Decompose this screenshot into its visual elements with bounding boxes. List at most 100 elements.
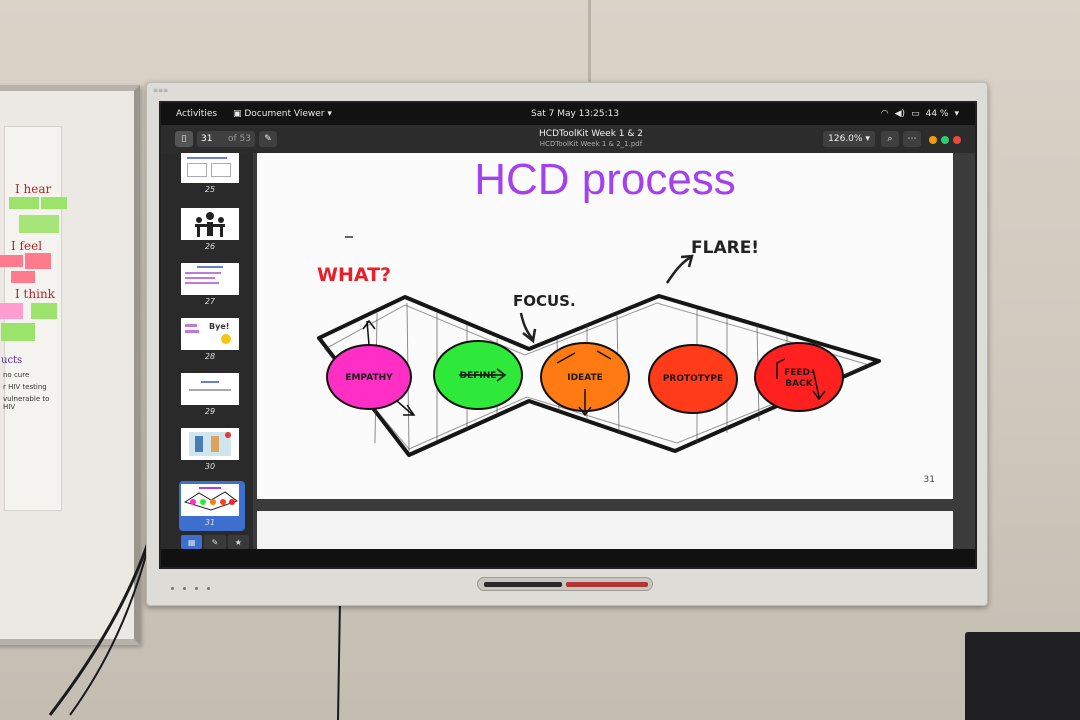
sticky-note [1, 323, 35, 341]
thumbnail-number: 29 [204, 407, 216, 416]
bookmarks-tab[interactable]: ★ [227, 535, 249, 549]
app-menu-button[interactable]: ▣ Document Viewer ▾ [233, 109, 332, 119]
battery-percent: 44 % [925, 109, 949, 119]
sticky-note [25, 253, 51, 269]
system-tray[interactable]: ◠ ◀) ▭ 44 % ▾ [881, 109, 959, 119]
thumbnail-page-29[interactable]: 29 [181, 373, 239, 416]
sticky-note [41, 197, 67, 209]
double-diamond-outline [317, 294, 881, 457]
thumbnail-sidebar: 25 26 [161, 153, 253, 549]
clock[interactable]: Sat 7 May 13:25:13 [531, 109, 620, 119]
close-button[interactable] [953, 136, 961, 144]
document-viewer-icon: ▣ [233, 109, 245, 119]
chevron-down-icon: ▾ [954, 109, 959, 119]
wb-note: vulnerable to HIV [3, 395, 50, 411]
grid-icon: ▦ [187, 537, 196, 547]
emoji-icon [221, 334, 231, 344]
minimize-button[interactable] [929, 136, 937, 144]
volume-icon: ◀) [894, 109, 906, 119]
wb-note: r HIV testing [3, 383, 47, 391]
thumbnail-image [181, 373, 239, 405]
slide-page: HCD process WHAT? FOCUS. FLARE! [257, 153, 953, 499]
chevron-down-icon: ▾ [862, 134, 870, 144]
stage-label-feedback: FEED- [784, 368, 814, 378]
thumbnail-page-31[interactable]: 31 [181, 484, 239, 527]
wall-seam [588, 0, 591, 90]
wb-note: no cure [3, 371, 30, 379]
focus-label: FOCUS. [513, 292, 576, 310]
stage-label-define: DEFINE [460, 371, 497, 381]
menu-button[interactable]: ⋯ [903, 131, 921, 147]
feedback-circle [754, 342, 844, 412]
thumbnail-page-30[interactable]: 30 [181, 428, 239, 471]
stage-label-empathy: EMPATHY [345, 373, 393, 383]
sticky-note [9, 197, 39, 209]
sidebar-toggle-button[interactable]: ▯ [175, 131, 193, 147]
what-label: WHAT? [317, 264, 391, 286]
page-total: of 53 [228, 134, 251, 144]
thumbnails-tab[interactable]: ▦ [181, 535, 203, 549]
power-cable [337, 600, 341, 720]
flare-arrow [665, 255, 692, 284]
whiteboard-paper: I hear I feel I think ucts no cure r HIV… [0, 126, 67, 511]
status-led [183, 587, 186, 590]
wb-heading-ucts: ucts [1, 355, 23, 366]
annotations-tab[interactable]: ✎ [204, 535, 226, 549]
flare-label: FLARE! [691, 238, 759, 258]
people-meeting-icon [195, 212, 225, 237]
maximize-button[interactable] [941, 136, 949, 144]
document-header-bar: ▯ 31 of 53 ✎ HCDToolKit Week 1 & 2 HCDTo… [161, 125, 975, 153]
display-brand-mark: ≡≡≡ [153, 87, 169, 94]
thumbnail-number: 25 [204, 185, 216, 194]
annotation-icon: ✎ [211, 537, 219, 547]
thumbnail-page-25[interactable]: 25 [181, 153, 239, 194]
whiteboard: I hear I feel I think ucts no cure r HIV… [0, 85, 140, 645]
thumbnail-image [181, 428, 239, 460]
thumbnail-page-28[interactable]: Bye! 28 [181, 318, 239, 361]
sticky-note [19, 215, 59, 233]
status-led [171, 587, 174, 590]
sticky-note [31, 303, 57, 319]
zoom-select[interactable]: 126.0% ▾ [823, 131, 875, 147]
page-number-field[interactable]: 31 of 53 [197, 131, 255, 147]
sticky-note [0, 303, 23, 319]
thumbnail-image [181, 263, 239, 295]
page-current: 31 [201, 134, 213, 144]
document-title: HCDToolKit Week 1 & 2 [539, 129, 643, 139]
next-slide-page [257, 511, 953, 549]
annotate-button[interactable]: ✎ [259, 131, 277, 147]
slide-page-number: 31 [923, 475, 935, 485]
pencil-icon: ✎ [264, 134, 272, 144]
wb-heading-think: I think [15, 287, 55, 301]
status-led [207, 587, 210, 590]
thumbnail-number: 30 [204, 462, 216, 471]
stage-label-prototype: PROTOTYPE [663, 374, 723, 384]
sidebar-icon: ▯ [181, 134, 187, 144]
thumbnail-image [181, 484, 239, 516]
desktop-device [965, 632, 1080, 720]
sticky-note [11, 271, 35, 283]
thumbnail-text: Bye! [209, 322, 230, 331]
black-pen [484, 582, 562, 587]
slide-title: HCD process [474, 155, 736, 204]
more-icon: ⋯ [907, 134, 917, 144]
stage-label-feedback-2: BACK [785, 379, 813, 389]
thumbnail-number: 26 [204, 242, 216, 251]
hcd-process-diagram: WHAT? FOCUS. FLARE! [317, 236, 881, 457]
zoom-value: 126.0% [828, 134, 863, 144]
activities-button[interactable]: Activities [176, 109, 218, 119]
thumbnail-page-27[interactable]: 27 [181, 263, 239, 306]
thumbnail-page-26[interactable]: 26 [181, 208, 239, 251]
thumbnail-number: 31 [204, 518, 216, 527]
red-pen [566, 582, 648, 587]
status-led [195, 587, 198, 590]
focus-arrow [519, 312, 534, 340]
search-button[interactable]: ⌕ [881, 131, 899, 147]
thumbnail-image: Bye! [181, 318, 239, 350]
document-filename: HCDToolKit Week 1 & 2_1.pdf [539, 140, 643, 148]
app-menu-label: Document Viewer [244, 109, 325, 119]
interactive-display: ≡≡≡ Activities ▣ Document Viewer ▾ Sat 7… [146, 82, 988, 606]
document-view[interactable]: HCD process WHAT? FOCUS. FLARE! [253, 153, 975, 549]
wb-heading-hear: I hear [15, 182, 52, 196]
thumbnail-number: 27 [204, 297, 216, 306]
